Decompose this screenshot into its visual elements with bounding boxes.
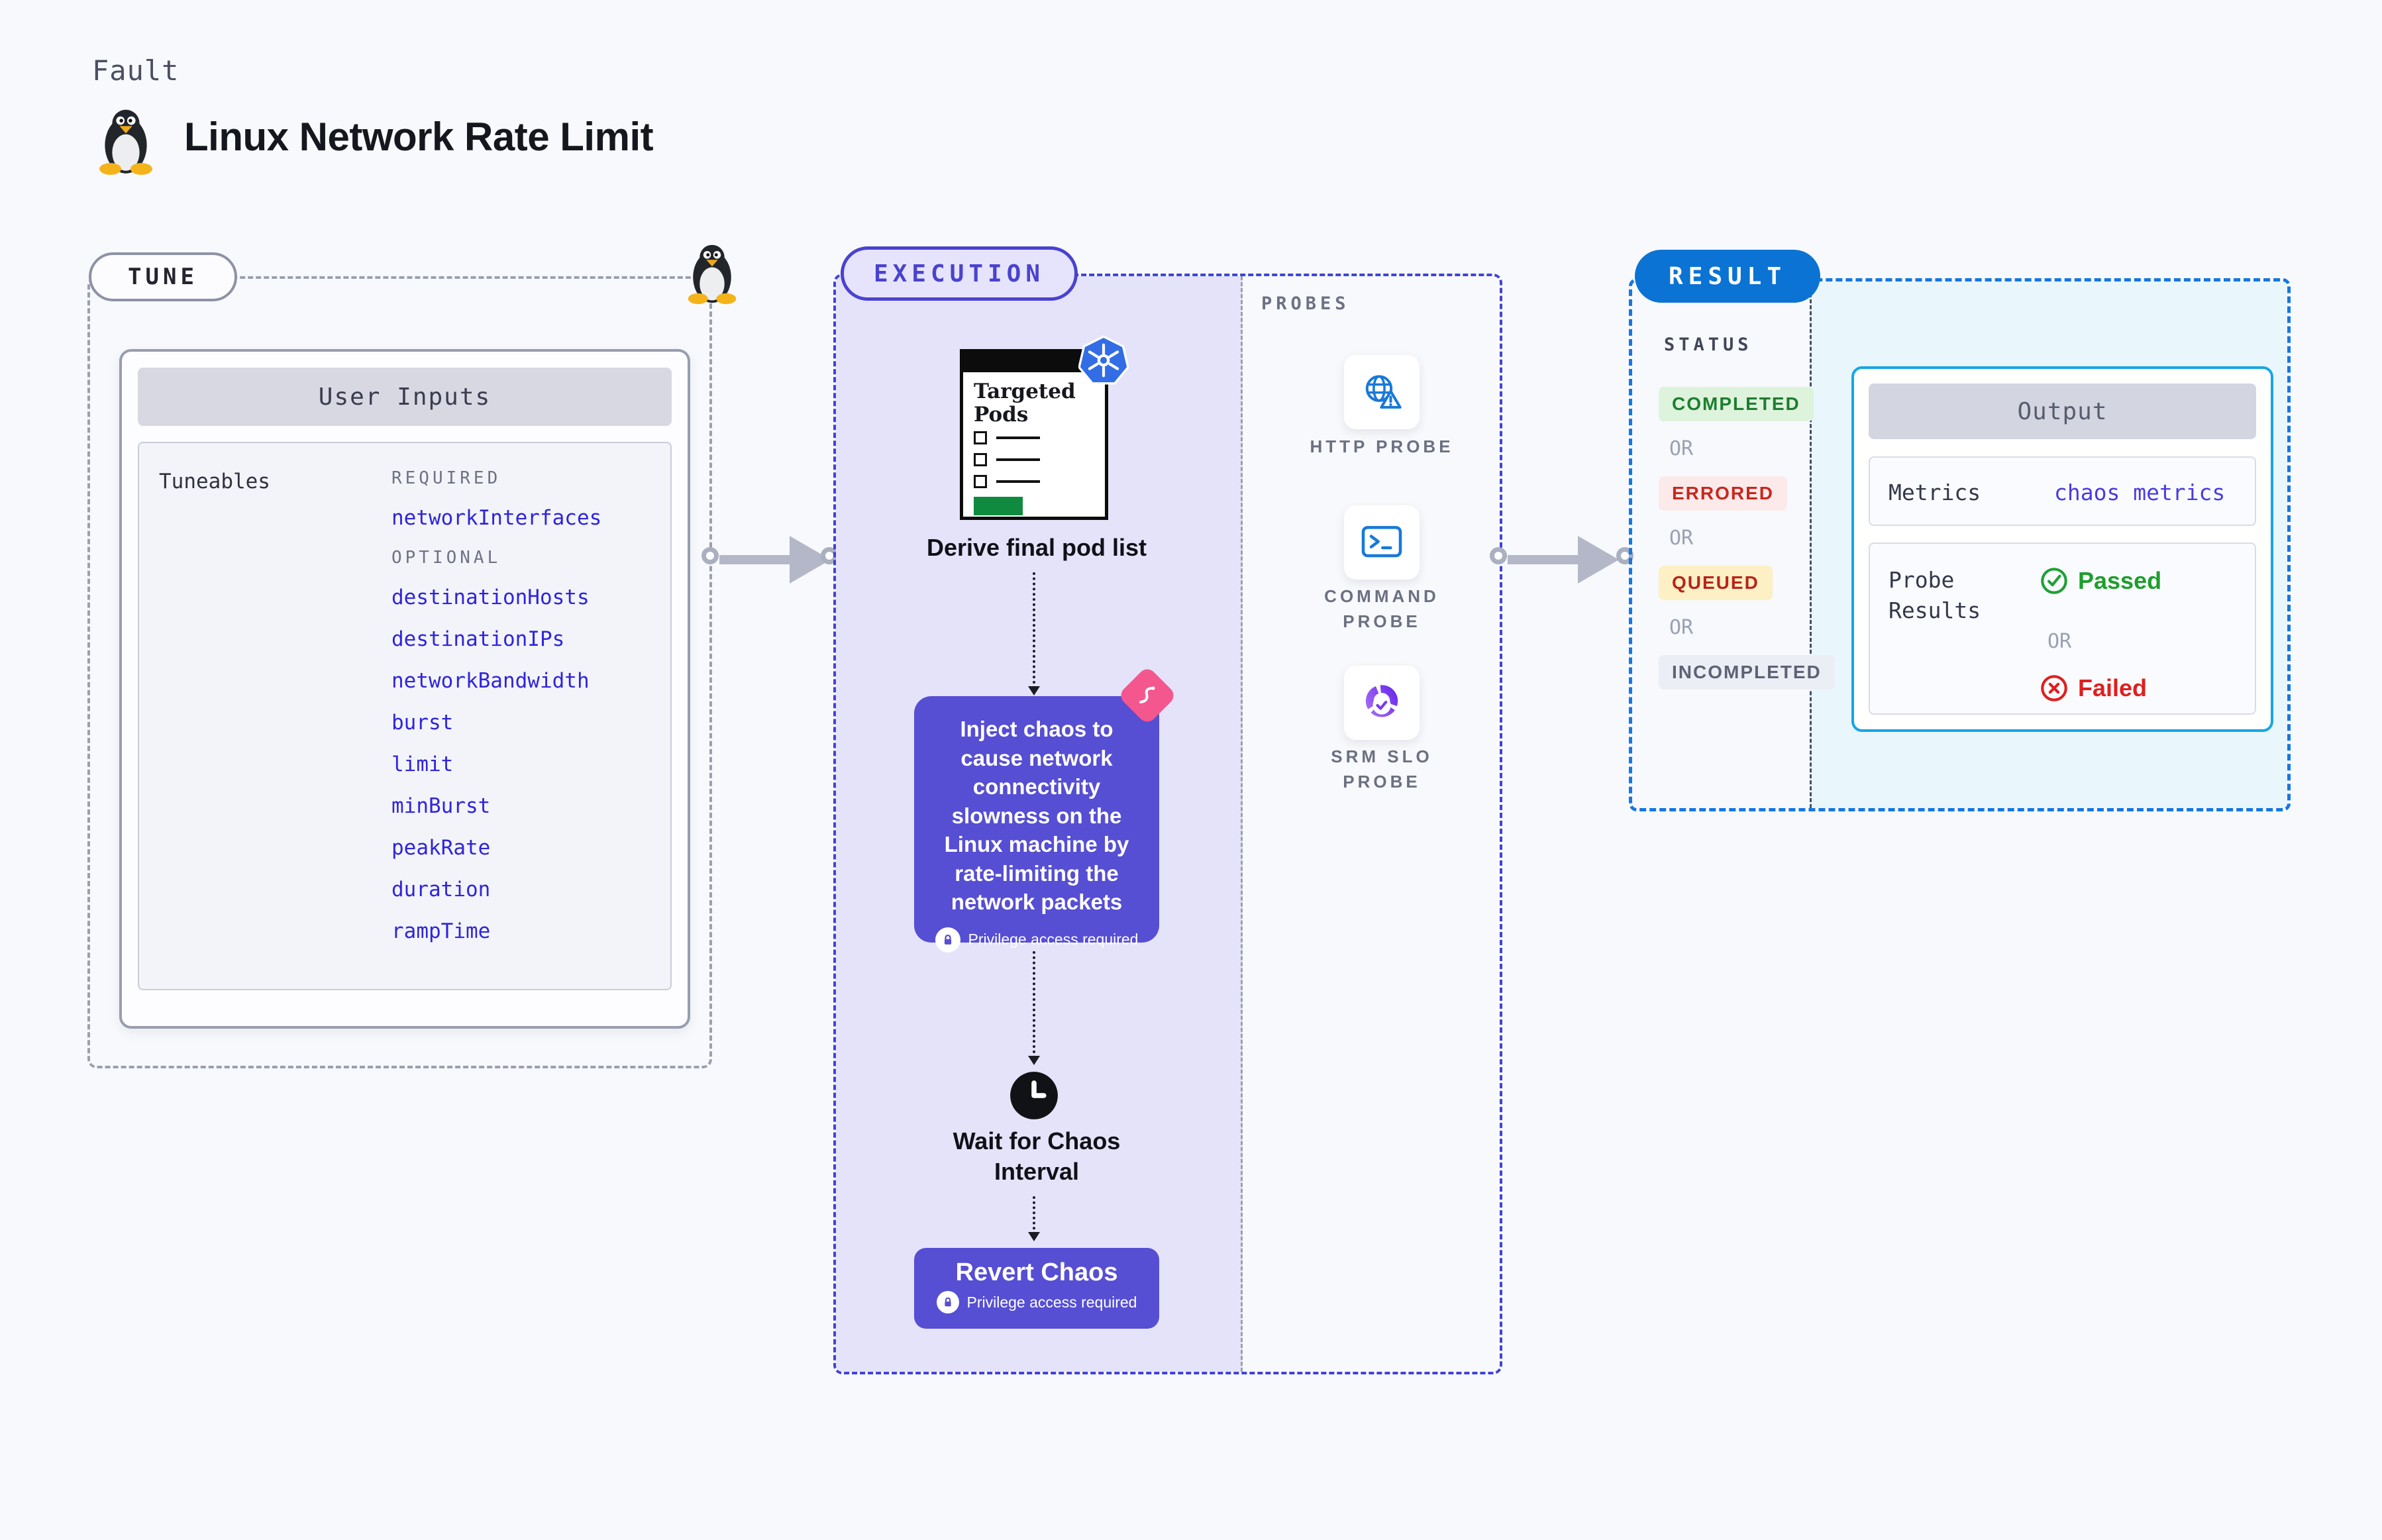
targeted-pods-card: Targeted Pods [960,349,1108,520]
tuneable-link[interactable]: rampTime [391,919,491,943]
tuneables-list: REQUIRED networkInterfaces OPTIONAL dest… [391,468,601,943]
user-inputs-title: User Inputs [138,368,672,426]
inject-chaos-step: Inject chaos to cause network connectivi… [914,696,1159,952]
required-label: REQUIRED [391,468,501,488]
flow-connector [1033,1196,1035,1235]
command-probe-card [1344,505,1420,580]
status-badge-queued: QUEUED [1659,566,1773,600]
tuneables-panel: Tuneables REQUIRED networkInterfaces OPT… [138,442,672,990]
check-circle-icon [2041,568,2067,594]
tuneables-label: Tuneables [159,470,270,493]
wait-chaos-label: Wait for Chaos Interval [953,1127,1121,1186]
status-heading: STATUS [1664,334,1753,355]
result-badge: RESULT [1635,250,1820,303]
linux-penguin-icon [688,244,737,305]
tune-badge: TUNE [89,252,237,301]
or-label: OR [1669,527,1694,550]
arrow-right-icon [1508,555,1582,564]
failed-label: Failed [2078,674,2148,701]
tuneable-link[interactable]: destinationHosts [391,586,590,609]
execution-badge: EXECUTION [841,246,1078,301]
arrow-right-icon [1578,536,1619,584]
pod-list-item [974,475,1105,489]
status-badge-incompleted: INCOMPLETED [1659,655,1835,690]
probe-failed-result: Failed [2040,674,2147,703]
tuneable-link[interactable]: burst [391,711,454,735]
probe-results-row: Probe Results Passed OR Failed [1869,542,2256,715]
status-badge-completed: COMPLETED [1659,387,1814,421]
chaos-metrics-link[interactable]: chaos metrics [2054,480,2226,505]
or-label: OR [2047,630,2072,653]
privilege-label: Privilege access required [966,1293,1137,1311]
tuneable-link[interactable]: duration [391,878,491,901]
tuneable-link[interactable]: minBurst [391,794,491,818]
revert-chaos-label: Revert Chaos [955,1258,1118,1286]
connector-dot-icon [1490,547,1507,564]
pod-list-item [974,453,1105,467]
pod-list-item [974,431,1105,445]
lock-icon [936,1291,959,1313]
terminal-icon [1361,526,1402,558]
tuneable-link[interactable]: networkBandwidth [391,669,590,693]
privilege-note: Privilege access required [914,1291,1159,1313]
pods-progress-bar [974,497,1023,516]
metrics-label: Metrics [1889,480,1981,505]
x-circle-icon [2041,675,2067,701]
probe-passed-result: Passed [2040,566,2161,595]
status-badge-errored: ERRORED [1659,476,1788,511]
metrics-row: Metrics chaos metrics [1869,456,2256,526]
arrow-down-icon [1028,1232,1040,1241]
output-card: Output Metrics chaos metrics Probe Resul… [1851,366,2273,732]
command-probe-label: COMMAND PROBE [1324,586,1439,631]
user-inputs-card: User Inputs Tuneables REQUIRED networkIn… [119,349,690,1029]
http-probe-label: HTTP PROBE [1310,436,1454,456]
slo-donut-icon [1365,685,1398,717]
lock-icon [935,927,960,952]
probe-results-label: Probe Results [1889,567,1981,624]
tuneable-link[interactable]: peakRate [391,836,491,860]
kubernetes-icon [1078,335,1129,385]
srm-slo-probe-card [1344,666,1420,740]
srm-slo-probe-label: SRM SLO PROBE [1331,746,1433,792]
flow-connector [1033,572,1035,689]
clock-icon [1010,1072,1058,1119]
linux-penguin-icon [99,109,152,175]
inject-chaos-text: Inject chaos to cause network connectivi… [944,717,1129,915]
http-probe-card [1344,355,1420,429]
tuneable-link[interactable]: destinationIPs [391,627,565,651]
passed-label: Passed [2078,567,2162,594]
tuneable-link[interactable]: limit [391,752,454,776]
privilege-note: Privilege access required [930,927,1143,952]
output-title: Output [1869,384,2256,439]
probes-section-label: PROBES [1261,293,1350,314]
flow-connector [1033,951,1035,1058]
optional-label: OPTIONAL [391,548,501,568]
page-title: Linux Network Rate Limit [184,115,654,159]
status-list: COMPLETED OR ERRORED OR QUEUED OR INCOMP… [1659,387,1835,690]
tune-section [87,276,712,1068]
arrow-down-icon [1028,686,1040,695]
chaos-icon [1117,665,1178,726]
connector-dot-icon [701,547,719,564]
fault-kicker: Fault [92,54,180,87]
derive-pod-list-label: Derive final pod list [926,534,1147,561]
pods-card-title: Targeted Pods [974,380,1076,427]
globe-alert-icon [1365,375,1402,409]
or-label: OR [1669,437,1694,460]
revert-chaos-step: Revert Chaos Privilege access required [914,1248,1159,1329]
or-label: OR [1669,616,1694,639]
arrow-down-icon [1028,1056,1040,1065]
arrow-right-icon [719,555,794,564]
privilege-label: Privilege access required [968,931,1139,949]
tuneable-link[interactable]: networkInterfaces [391,506,602,530]
